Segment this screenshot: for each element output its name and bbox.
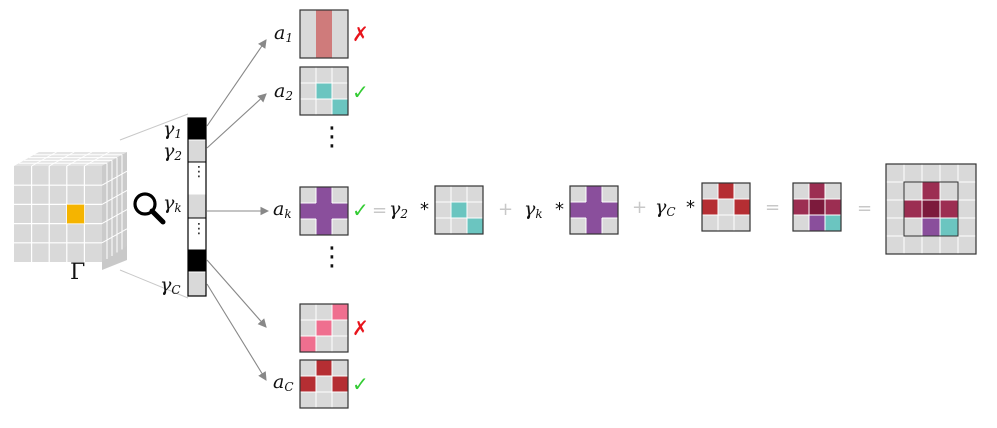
gamma-cell-C-minus [188, 250, 206, 272]
eq-times-3: * [686, 197, 695, 218]
cross-mark-a1: ✗ [352, 22, 369, 46]
tensor-highlight-cell [67, 204, 85, 224]
gamma-cell-1 [188, 118, 206, 140]
eq-plus-2: + [632, 197, 648, 218]
atom-a1-stripe [316, 10, 332, 58]
gamma-k-label: γk [163, 192, 182, 215]
eq-sum-result [792, 182, 842, 232]
gamma-C-label: γC [160, 274, 181, 297]
cube-front [14, 166, 102, 262]
check-mark-a2: ✓ [352, 80, 369, 104]
atoms-ellipsis-bottom: ⋮ [319, 242, 345, 272]
gamma-vector-ellipsis-bottom: ⋮ [192, 221, 206, 237]
magnifier-icon [133, 192, 166, 225]
atom-a2-label: a2 [274, 80, 293, 103]
gamma-vector-border [187, 117, 207, 297]
eq-term-ak [569, 185, 619, 235]
cross-mark-pink: ✗ [352, 316, 369, 340]
tensor-cube [14, 151, 128, 270]
atom-a1-label: a1 [274, 22, 293, 45]
eq-equals-3: = [857, 198, 873, 219]
eq-equals-1: = [372, 200, 388, 221]
gamma-1-label: γ1 [163, 118, 182, 141]
eq-term-aC [701, 182, 751, 232]
gamma-vector-ellipsis-top: ⋮ [192, 164, 206, 180]
atom-ak-label: ak [273, 198, 292, 221]
projection-lines [119, 113, 189, 299]
atom-a2 [299, 66, 349, 116]
eq-term1-coef: γ2 [389, 198, 408, 221]
eq-term2-coef: γk [524, 198, 543, 221]
atom-aC-label: aC [273, 371, 294, 394]
cube-front-grid [14, 166, 102, 262]
eq-times-1: * [420, 199, 429, 220]
cube-top-grid [19, 151, 122, 167]
eq-plus-1: + [498, 199, 514, 220]
eq-times-2: * [555, 199, 564, 220]
atom-ak [299, 186, 349, 236]
atom-aC [299, 359, 349, 409]
eq-term-a2 [434, 185, 484, 235]
cube-side-grid [101, 154, 128, 259]
atoms-ellipsis-top: ⋮ [319, 122, 345, 152]
cube-right [102, 152, 127, 262]
eq-term3-coef: γC [655, 196, 676, 219]
gamma-cell-C [187, 271, 207, 297]
gamma-cell-2 [187, 139, 207, 163]
tensor-label: Γ [70, 260, 86, 285]
check-mark-aC: ✓ [352, 372, 369, 396]
cube-top [14, 152, 127, 166]
eq-final-result [885, 163, 977, 255]
gamma-cell-k [187, 193, 207, 219]
gamma-vector [187, 117, 207, 297]
eq-equals-2: = [765, 197, 781, 218]
atom-pink [299, 303, 349, 353]
check-mark-ak: ✓ [352, 198, 369, 222]
atom-a1 [299, 9, 349, 59]
gamma-to-atom-arrows [206, 39, 270, 381]
gamma-2-label: γ2 [163, 140, 182, 163]
